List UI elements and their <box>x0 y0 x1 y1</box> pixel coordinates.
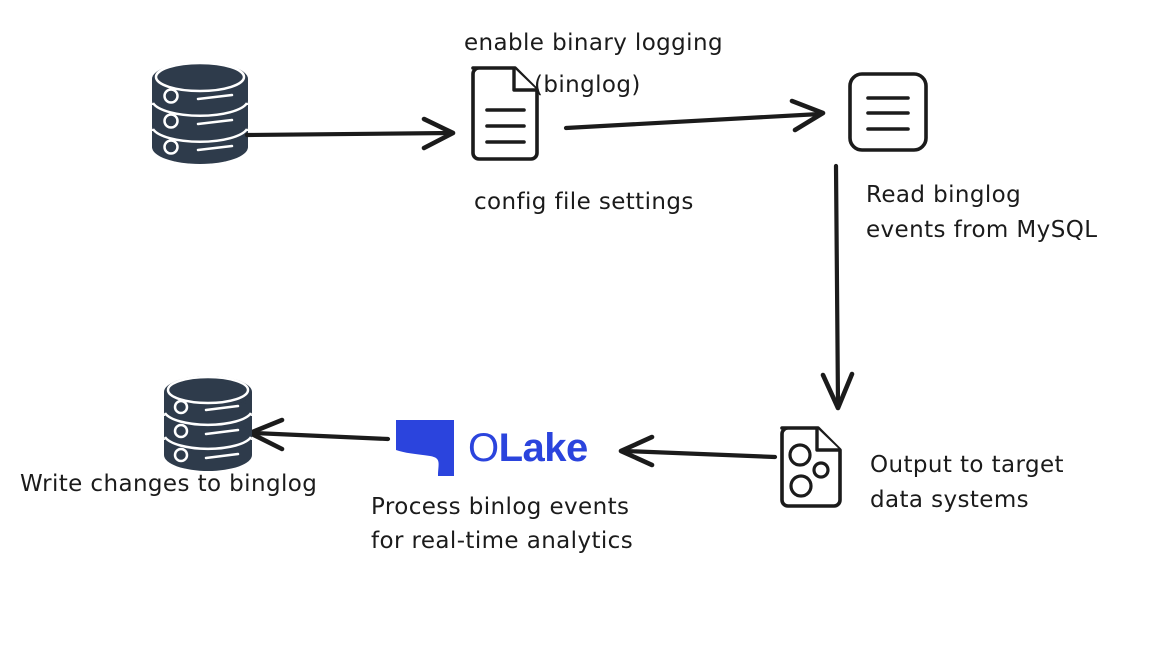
olake-logo-mark <box>396 420 454 476</box>
label-output-to-target-line1: Output to target <box>870 452 1064 478</box>
list-lines-box-icon <box>848 72 928 152</box>
document-lines-icon <box>471 66 539 161</box>
olake-logo-icon[interactable]: OLake <box>396 420 588 476</box>
label-process-binlog-line1: Process binlog events <box>371 494 630 520</box>
arrow-binlog-to-target <box>820 163 855 411</box>
arrow-target-to-olake <box>618 434 778 468</box>
label-process-binlog-line2: for real-time analytics <box>371 528 634 554</box>
database-cylinder-icon <box>151 61 249 164</box>
arrow-config-to-binlog <box>563 98 826 133</box>
label-enable-binary-logging-line1: enable binary logging <box>464 30 723 56</box>
arrow-db-to-config <box>244 116 456 151</box>
label-enable-binary-logging-line2: (binglog) <box>534 72 641 98</box>
database-cylinder-icon <box>163 375 253 471</box>
label-config-file-settings: config file settings <box>474 189 694 215</box>
label-read-binglog-line1: Read binglog <box>866 182 1022 208</box>
arrow-olake-to-db <box>247 417 391 452</box>
label-output-to-target-line2: data systems <box>870 487 1030 513</box>
label-write-changes-to-binglog: Write changes to binglog <box>20 471 318 497</box>
document-circles-icon <box>780 426 842 508</box>
olake-logo-text: OLake <box>468 428 588 468</box>
olake-logo-o: O <box>468 426 499 470</box>
label-read-binglog-line2: events from MySQL <box>866 217 1098 243</box>
olake-logo-lake: Lake <box>498 426 589 470</box>
